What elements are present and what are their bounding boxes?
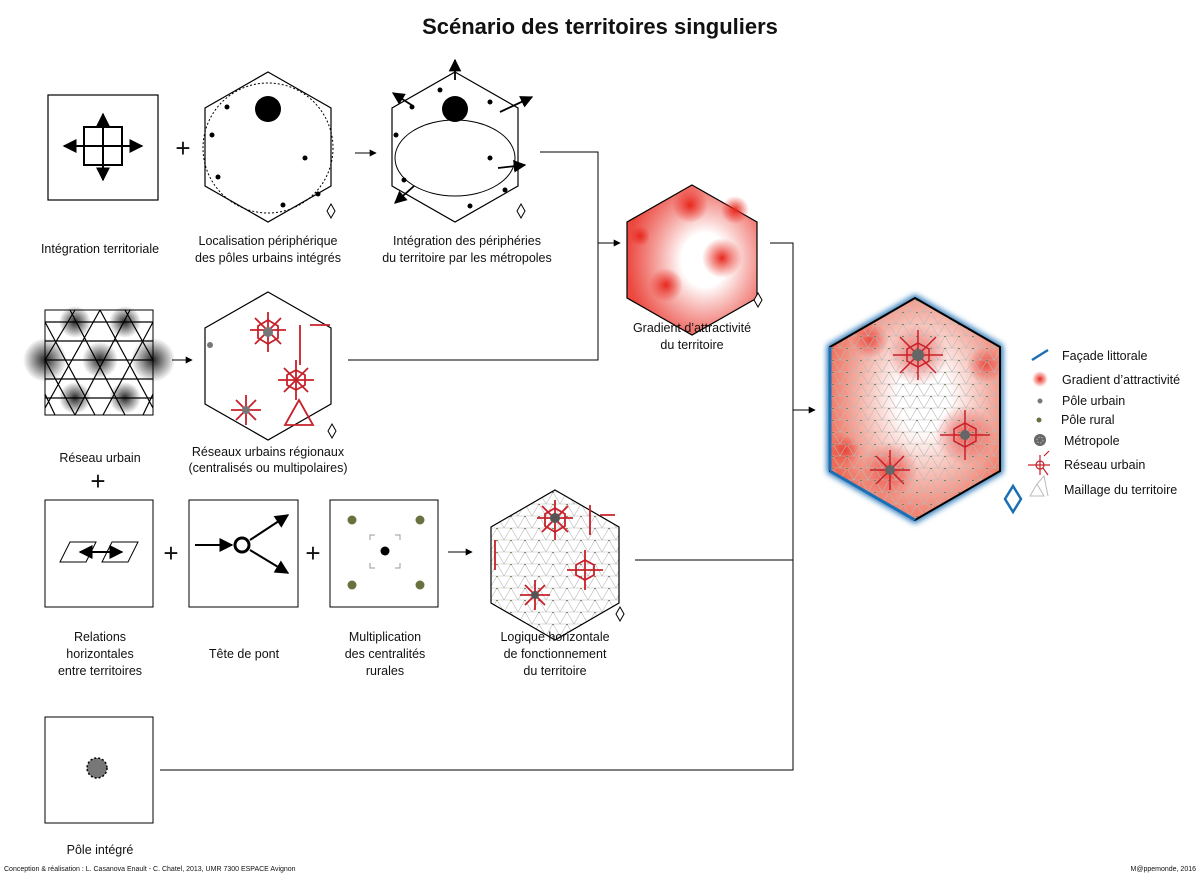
- label-reseaux-1: Réseaux urbains régionaux: [192, 445, 345, 459]
- legend-item: Maillage du territoire: [1029, 474, 1177, 497]
- label-multiplication-2: des centralités: [345, 647, 426, 661]
- panel-reseaux-regionaux: Réseaux urbains régionaux (centralisés o…: [188, 291, 348, 475]
- label-tete-de-pont: Tête de pont: [209, 647, 280, 661]
- label-logique-2: de fonctionnement: [504, 647, 607, 661]
- final-scenario-hexagon: [827, 294, 1023, 524]
- panel-logique: Logique horizontale de fonctionnement du…: [490, 489, 620, 678]
- urban-network-icon: [1028, 450, 1050, 476]
- panel-integration-territoriale: Intégration territoriale: [41, 94, 159, 256]
- legend-label: Réseau urbain: [1064, 458, 1145, 472]
- label-peripheries-2: du territoire par les métropoles: [382, 251, 552, 265]
- panel-pole-integre: Pôle intégré: [44, 716, 154, 857]
- gradient-icon: [1032, 371, 1048, 387]
- hexagon: [204, 71, 332, 223]
- panel-multiplication: Multiplication des centralités rurales: [329, 499, 439, 678]
- label-gradient-1: Gradient d’attractivité: [633, 321, 751, 335]
- label-integration-territoriale: Intégration territoriale: [41, 242, 159, 256]
- plus-operator: +: [90, 466, 105, 496]
- urban-pole-icon: [1037, 398, 1043, 404]
- label-localisation-2: des pôles urbains intégrés: [195, 251, 341, 265]
- dashed-circle: [202, 82, 334, 214]
- metropole-dot: [255, 96, 281, 122]
- urban-poles: [209, 104, 321, 208]
- label-relations-2: horizontales: [66, 647, 133, 661]
- legend-label: Pôle urbain: [1062, 394, 1125, 408]
- arrows-icon: [391, 58, 534, 204]
- diamond-icons: [326, 202, 763, 623]
- label-logique-1: Logique horizontale: [500, 630, 609, 644]
- panel-localisation: Localisation périphérique des pôles urba…: [195, 71, 341, 265]
- label-reseaux-2: (centralisés ou multipolaires): [188, 461, 347, 475]
- label-multiplication-1: Multiplication: [349, 630, 421, 644]
- connectors: [160, 151, 816, 771]
- legend-item: Gradient d’attractivité: [1032, 371, 1180, 387]
- rural-pole-icon: [1036, 417, 1042, 423]
- label-peripheries-1: Intégration des périphéries: [393, 234, 541, 248]
- plus-operator: +: [175, 133, 190, 163]
- legend-item: Façade littorale: [1031, 348, 1148, 363]
- label-reseau-urbain: Réseau urbain: [59, 451, 140, 465]
- coast-line-icon: [1031, 348, 1049, 362]
- label-relations-1: Relations: [74, 630, 126, 644]
- page-title: Scénario des territoires singuliers: [422, 14, 778, 39]
- plus-operator: +: [163, 538, 178, 568]
- legend-item: Pôle urbain: [1037, 394, 1125, 408]
- legend-label: Façade littorale: [1062, 349, 1148, 363]
- legend-item: Métropole: [1034, 434, 1120, 448]
- label-multiplication-3: rurales: [366, 664, 404, 678]
- label-logique-3: du territoire: [523, 664, 586, 678]
- legend: Façade littorale Gradient d’attractivité…: [1028, 348, 1180, 497]
- panel-reseau-urbain: Réseau urbain: [23, 306, 175, 465]
- legend-label: Métropole: [1064, 434, 1120, 448]
- diamond-icon: [1003, 483, 1023, 515]
- panel-gradient: Gradient d’attractivité du territoire: [626, 184, 758, 352]
- panel-tete-de-pont: Tête de pont: [188, 499, 299, 661]
- footer-brand: M@ppemonde, 2016: [1131, 866, 1197, 873]
- label-relations-3: entre territoires: [58, 664, 142, 678]
- panel-integration-peripheries: Intégration des périphéries du territoir…: [382, 58, 552, 265]
- mesh-icon: [1029, 474, 1049, 497]
- legend-label: Pôle rural: [1061, 413, 1115, 427]
- metropole-icon: [1034, 434, 1046, 446]
- label-gradient-2: du territoire: [660, 338, 723, 352]
- arrows-outward-icon: [62, 112, 144, 182]
- label-pole-integre: Pôle intégré: [67, 843, 134, 857]
- plus-operator: +: [305, 538, 320, 568]
- legend-item: Pôle rural: [1036, 413, 1115, 427]
- footer-credits: Conception & réalisation : L. Casanova E…: [4, 866, 296, 873]
- panel-relations: Relations horizontales entre territoires: [44, 499, 154, 678]
- legend-label: Maillage du territoire: [1064, 483, 1177, 497]
- label-localisation-1: Localisation périphérique: [199, 234, 338, 248]
- legend-item: Réseau urbain: [1028, 450, 1145, 476]
- legend-label: Gradient d’attractivité: [1062, 373, 1180, 387]
